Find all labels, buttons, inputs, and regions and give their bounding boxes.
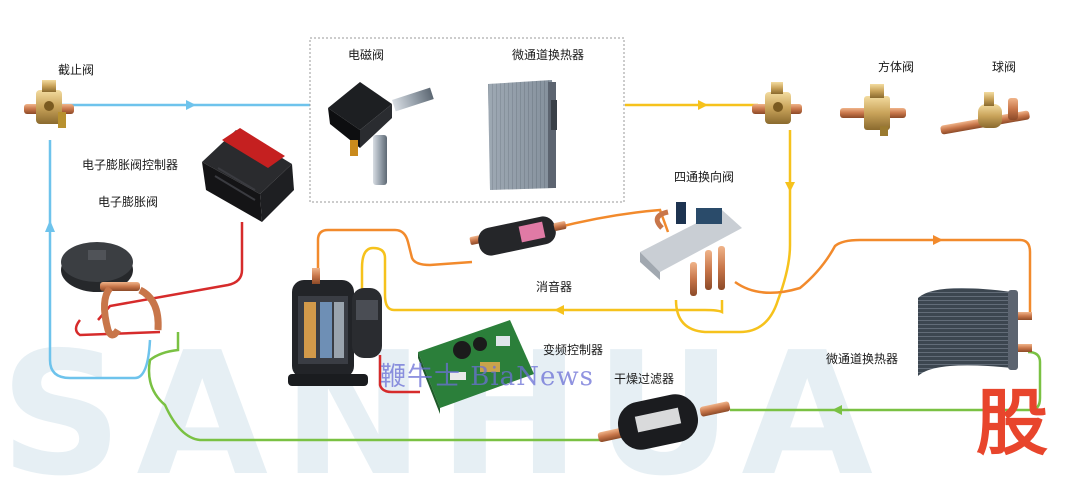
- label-microchannel-hx-right: 微通道换热器: [826, 352, 899, 366]
- eev-icon: [61, 242, 162, 339]
- dashed-group-box: [309, 37, 625, 203]
- eev-controller-icon: [202, 128, 294, 222]
- label-four-way-valve: 四通换向阀: [674, 170, 735, 184]
- microchannel-coil-icon: [918, 288, 1032, 376]
- compressor-icon: [288, 268, 382, 386]
- watermark-text: 鞭牛士 BiaNews: [380, 362, 594, 392]
- solenoid-valve-icon: [328, 82, 434, 185]
- block-valve-icon: [840, 84, 906, 136]
- label-inverter-controller: 变频控制器: [543, 343, 604, 357]
- stamp-glyph: 股: [975, 381, 1048, 465]
- four-way-valve-icon: [640, 202, 742, 296]
- label-eev-controller: 电子膨胀阀控制器: [82, 158, 179, 172]
- inverter-board-icon: [418, 320, 534, 414]
- label-muffler: 消音器: [536, 280, 573, 294]
- label-block-valve: 方体阀: [878, 60, 915, 74]
- label-eev: 电子膨胀阀: [98, 195, 159, 209]
- pipe-red: [74, 222, 244, 337]
- pipe-blue-top: [60, 100, 310, 110]
- pipe-yellow: [360, 100, 795, 334]
- ball-valve-icon: [940, 92, 1030, 135]
- label-solenoid-valve: 电磁阀: [348, 48, 385, 62]
- block-valve-end-icon: [752, 82, 802, 124]
- label-ball-valve: 球阀: [992, 60, 1017, 74]
- filter-drier-icon: [597, 394, 731, 450]
- label-microchannel-hx-top: 微通道换热器: [512, 48, 585, 62]
- label-stop-valve: 截止阀: [58, 63, 95, 77]
- stop-valve-icon: [24, 80, 74, 128]
- pipe-blue-left: [45, 140, 152, 380]
- pipe-orange: [316, 208, 1032, 318]
- pipe-red-controller: [378, 355, 420, 394]
- pipe-green: [147, 332, 1042, 442]
- muffler-icon: [469, 216, 567, 256]
- label-filter-drier: 干燥过滤器: [614, 372, 675, 386]
- microchannel-hx-icon: [488, 80, 557, 190]
